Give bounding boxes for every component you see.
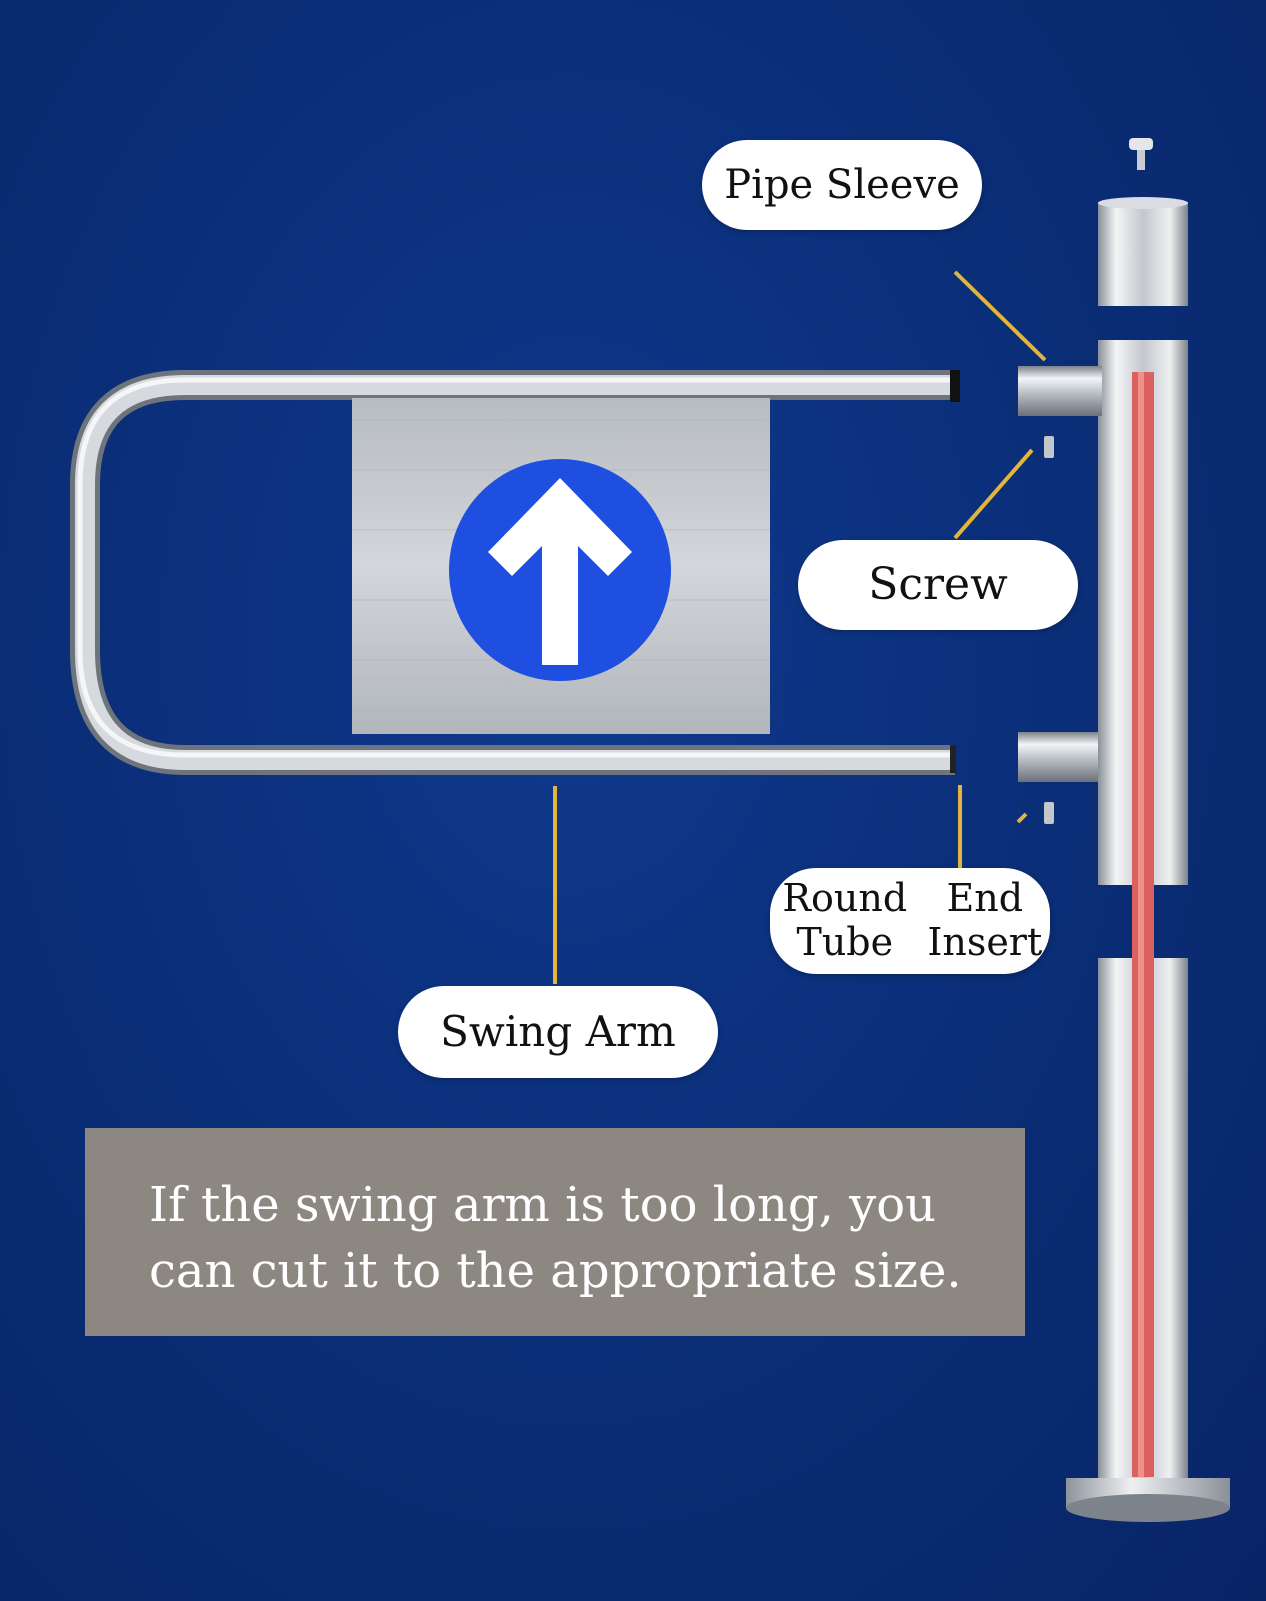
post (1066, 138, 1230, 1522)
pipe-sleeve-label: Pipe Sleeve (702, 140, 982, 230)
round-tube-end-insert-label: Round Tube End Insert (770, 868, 1050, 974)
swing-arm-label: Swing Arm (398, 986, 718, 1078)
screw-label: Screw (798, 540, 1078, 630)
up-arrow-icon (449, 459, 671, 681)
screws (1016, 436, 1054, 824)
note-box: If the swing arm is too long, you can cu… (85, 1128, 1025, 1336)
pipe-sleeves (1018, 366, 1102, 782)
note-text: If the swing arm is too long, you can cu… (149, 1177, 962, 1299)
round-tube-label-line1: Round Tube (782, 876, 908, 964)
round-tube-label-line2: End Insert (927, 876, 1043, 964)
swing-arm (70, 370, 960, 775)
leader-lines (553, 270, 1047, 984)
